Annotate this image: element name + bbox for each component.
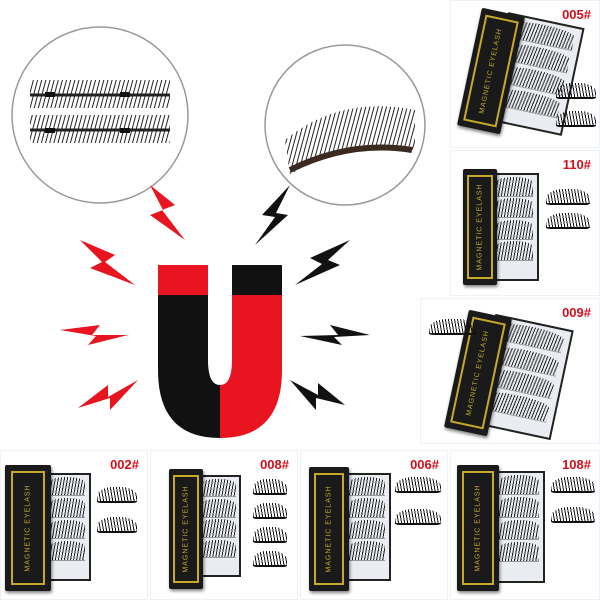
loose-lash — [551, 477, 595, 493]
loose-lash — [556, 83, 596, 99]
product-code: 006# — [410, 457, 439, 472]
loose-lash — [546, 213, 590, 229]
box-label: MAGNETIC EYELASH — [182, 485, 190, 573]
product-tile-005[interactable]: 005# MAGNETIC EYELASH — [450, 0, 600, 148]
loose-lash — [546, 189, 590, 205]
product-code: 009# — [562, 305, 591, 320]
product-code: 005# — [562, 7, 591, 22]
lightning-bolts-red — [60, 185, 185, 410]
loose-lash — [253, 527, 287, 543]
lash-closeup-left — [11, 26, 189, 204]
product-code: 002# — [110, 457, 139, 472]
product-tile-110[interactable]: 110# MAGNETIC EYELASH — [450, 150, 600, 296]
product-tile-009[interactable]: 009# MAGNETIC EYELASH — [420, 298, 600, 444]
box-label: MAGNETIC EYELASH — [24, 484, 32, 572]
product-code: 008# — [260, 457, 289, 472]
loose-lash — [551, 507, 595, 523]
product-tile-108[interactable]: 108# MAGNETIC EYELASH — [450, 450, 600, 600]
magnet-icon — [158, 265, 282, 438]
box-label: MAGNETIC EYELASH — [474, 484, 482, 572]
loose-lash — [253, 503, 287, 519]
loose-lash — [395, 477, 441, 493]
product-code: 108# — [562, 457, 591, 472]
product-code: 110# — [562, 157, 591, 172]
loose-lash — [429, 319, 477, 335]
product-tile-008[interactable]: 008# MAGNETIC EYELASH — [150, 450, 298, 600]
lash-closeup-right — [264, 44, 426, 206]
product-tile-006[interactable]: 006# MAGNETIC EYELASH — [300, 450, 448, 600]
loose-lash — [395, 509, 441, 525]
product-tile-002[interactable]: 002# MAGNETIC EYELASH — [0, 450, 148, 600]
loose-lash — [97, 487, 137, 503]
lightning-bolts-black — [255, 185, 370, 410]
box-label: MAGNETIC EYELASH — [325, 485, 333, 573]
loose-lash — [253, 551, 287, 567]
loose-lash — [97, 517, 137, 533]
magnet-illustration — [11, 26, 426, 438]
loose-lash — [253, 479, 287, 495]
box-label: MAGNETIC EYELASH — [476, 183, 484, 271]
loose-lash — [556, 111, 596, 127]
